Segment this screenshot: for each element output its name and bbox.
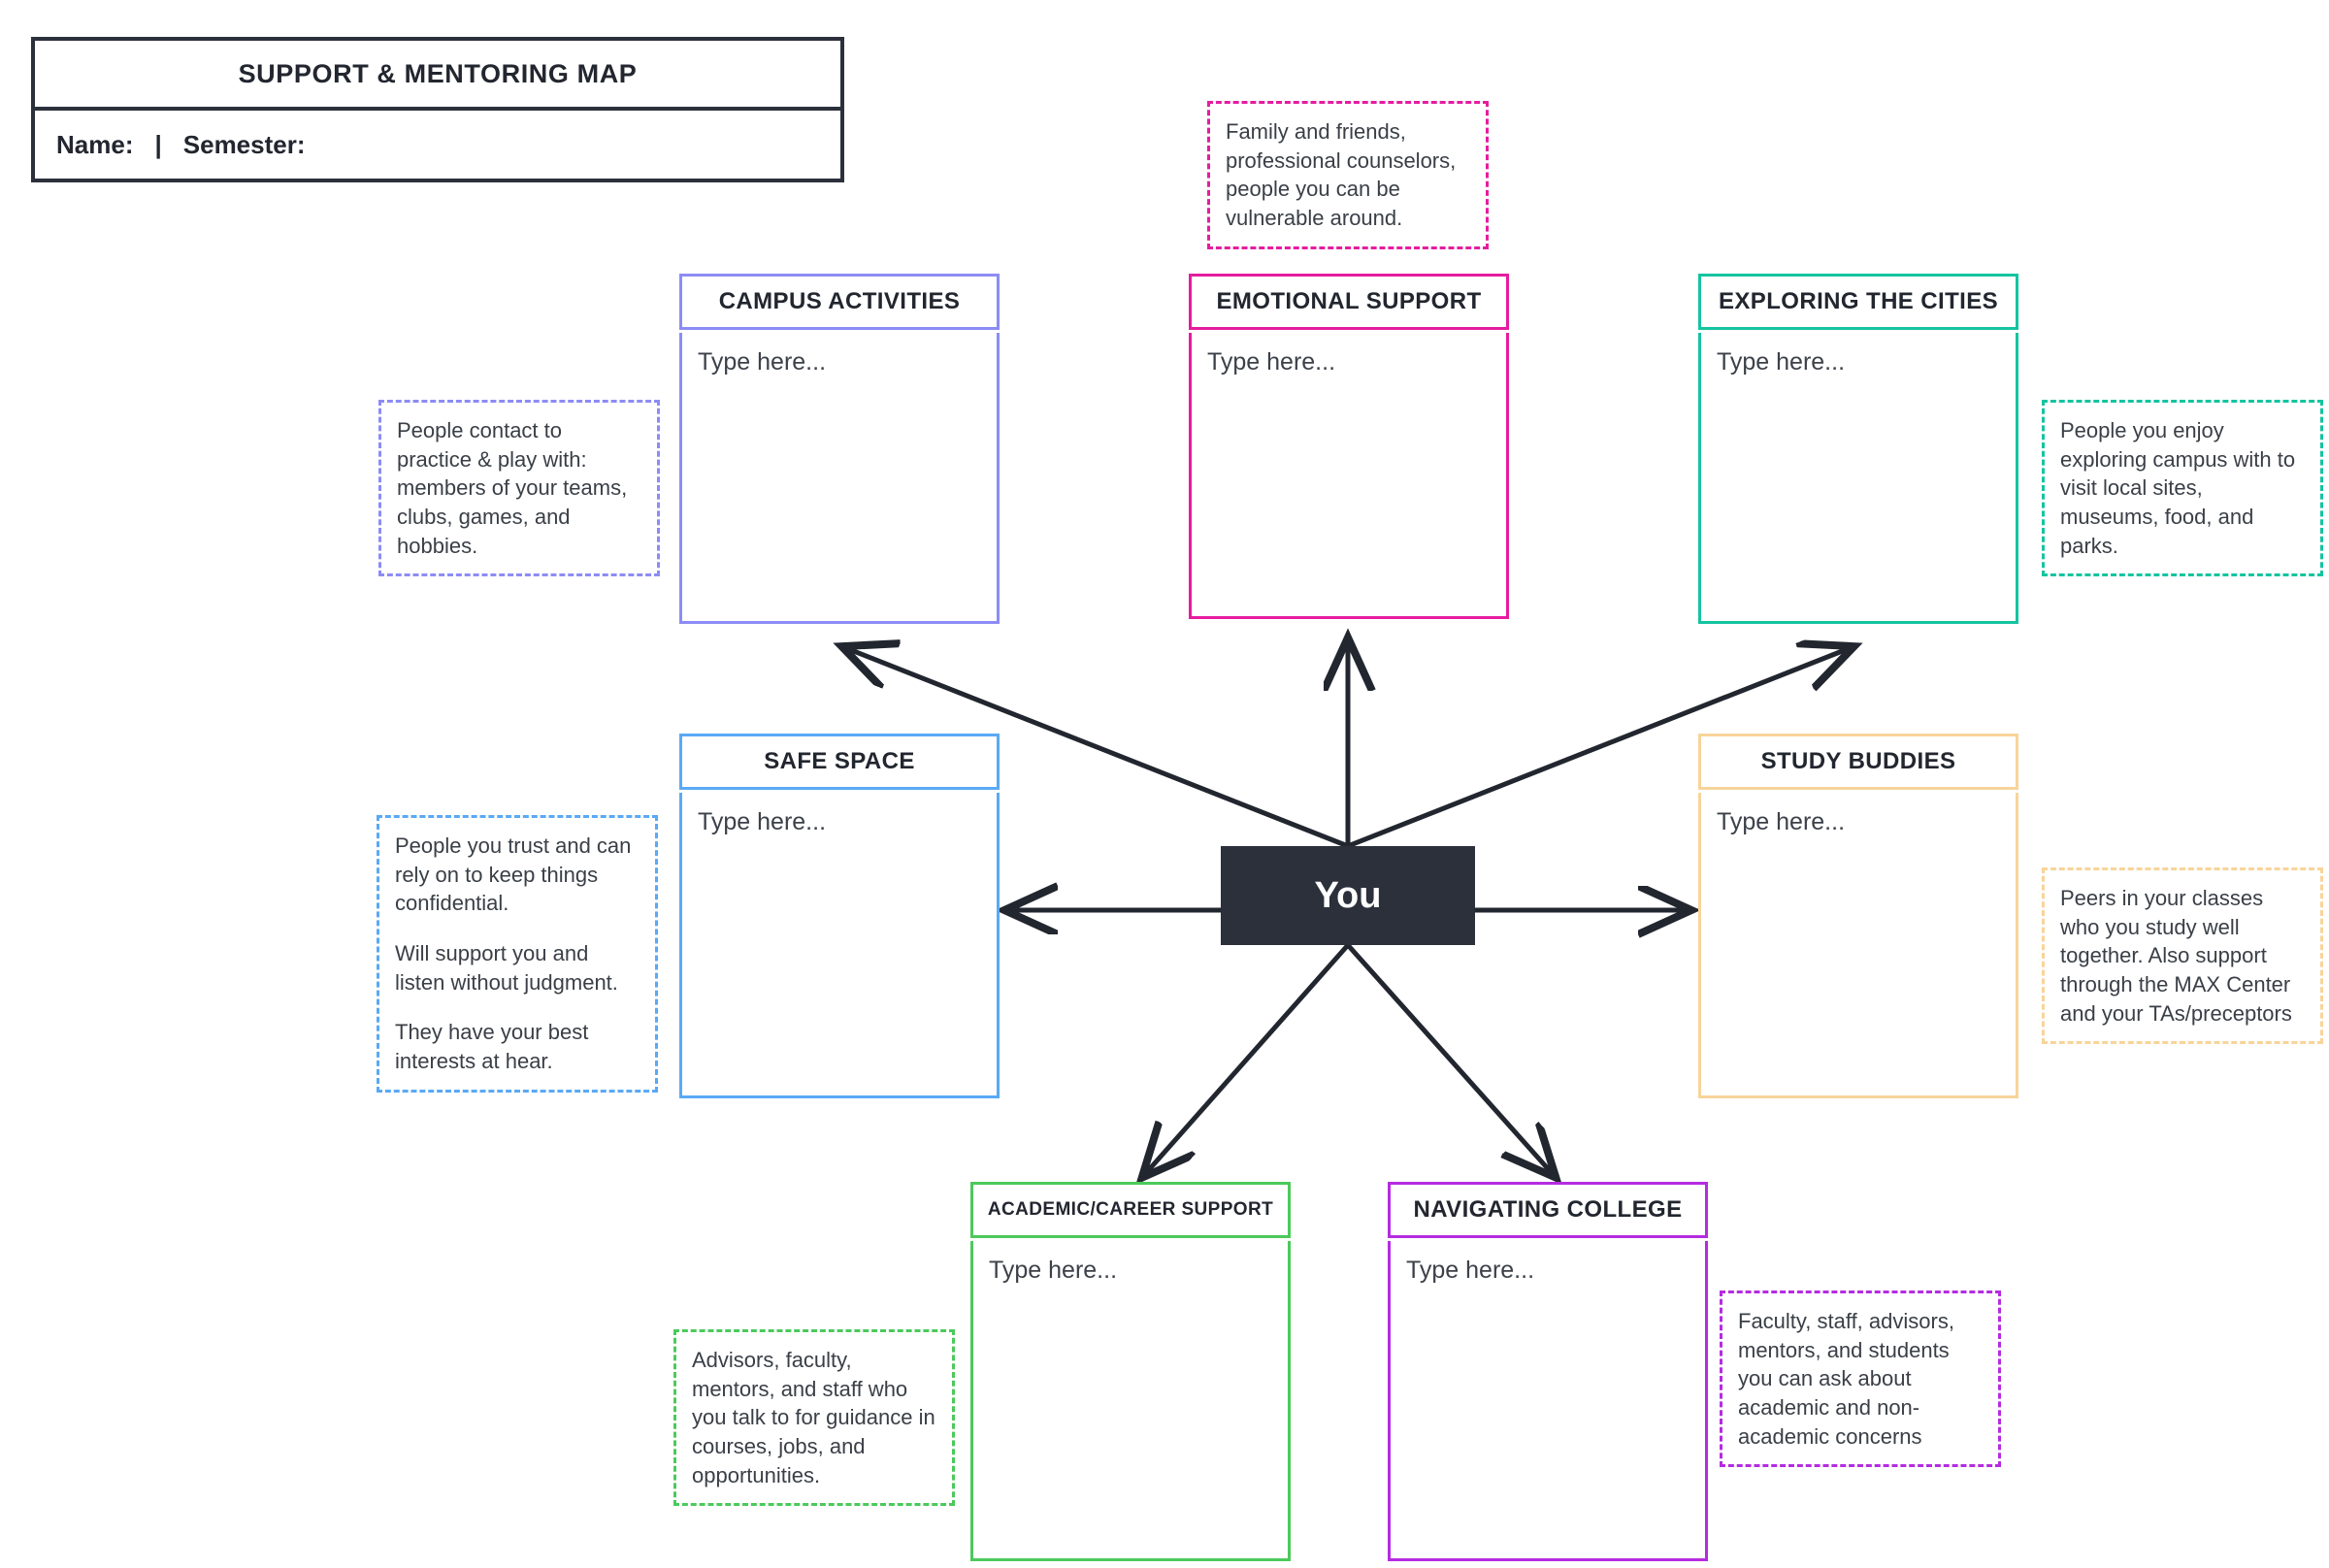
field-divider: |: [154, 129, 162, 159]
card-header-emotional-support: EMOTIONAL SUPPORT: [1189, 274, 1509, 330]
card-placeholder-navigating-college: Type here...: [1406, 1257, 1535, 1284]
card-exploring-the-cities: EXPLORING THE CITIES Type here...: [1698, 274, 2018, 624]
card-header-academic-career-support: ACADEMIC/CAREER SUPPORT: [970, 1182, 1291, 1238]
note-exploring-the-cities: People you enjoy exploring campus with t…: [2042, 400, 2323, 577]
card-placeholder-study-buddies: Type here...: [1717, 808, 1846, 835]
card-body-safe-space[interactable]: Type here...: [679, 793, 1000, 1098]
arrow-you-to-navigating-college: [1346, 943, 1553, 1174]
card-emotional-support: EMOTIONAL SUPPORT Type here...: [1189, 274, 1509, 619]
card-body-exploring-the-cities[interactable]: Type here...: [1698, 333, 2018, 624]
card-body-emotional-support[interactable]: Type here...: [1189, 333, 1509, 619]
center-node-you: You: [1221, 846, 1475, 945]
card-title-study-buddies: STUDY BUDDIES: [1760, 748, 1956, 774]
note-text-safe-space-2: They have your best interests at hear.: [395, 1020, 589, 1074]
card-body-campus-activities[interactable]: Type here...: [679, 333, 1000, 624]
card-placeholder-campus-activities: Type here...: [698, 348, 827, 376]
card-placeholder-exploring-the-cities: Type here...: [1717, 348, 1846, 376]
card-header-safe-space: SAFE SPACE: [679, 734, 1000, 790]
card-study-buddies: STUDY BUDDIES Type here...: [1698, 734, 2018, 1098]
card-title-navigating-college: NAVIGATING COLLEGE: [1413, 1196, 1683, 1223]
card-campus-activities: CAMPUS ACTIVITIES Type here...: [679, 274, 1000, 624]
card-body-academic-career-support[interactable]: Type here...: [970, 1241, 1291, 1561]
card-safe-space: SAFE SPACE Type here...: [679, 734, 1000, 1098]
note-safe-space: People you trust and can rely on to keep…: [377, 815, 658, 1093]
arrow-you-to-academic-career-support: [1145, 943, 1350, 1174]
note-text-study-buddies-0: Peers in your classes who you study well…: [2060, 886, 2292, 1026]
semester-label: Semester:: [182, 129, 306, 159]
card-header-campus-activities: CAMPUS ACTIVITIES: [679, 274, 1000, 330]
note-text-academic-career-support-0: Advisors, faculty, mentors, and staff wh…: [692, 1348, 935, 1487]
center-node-label: You: [1314, 874, 1382, 916]
note-text-campus-activities-0: People contact to practice & play with: …: [397, 418, 628, 558]
note-navigating-college: Faculty, staff, advisors, mentors, and s…: [1720, 1290, 2001, 1468]
card-title-exploring-the-cities: EXPLORING THE CITIES: [1718, 288, 1999, 314]
card-academic-career-support: ACADEMIC/CAREER SUPPORT Type here...: [970, 1182, 1291, 1561]
card-title-academic-career-support: ACADEMIC/CAREER SUPPORT: [987, 1199, 1274, 1220]
card-placeholder-emotional-support: Type here...: [1207, 348, 1336, 376]
page-title: SUPPORT & MENTORING MAP: [238, 58, 638, 88]
card-header-navigating-college: NAVIGATING COLLEGE: [1388, 1182, 1708, 1238]
note-text-safe-space-0: People you trust and can rely on to keep…: [395, 833, 632, 916]
card-title-campus-activities: CAMPUS ACTIVITIES: [718, 288, 961, 314]
note-text-safe-space-1: Will support you and listen without judg…: [395, 941, 618, 995]
map-title-row: SUPPORT & MENTORING MAP: [35, 41, 840, 111]
card-title-emotional-support: EMOTIONAL SUPPORT: [1216, 288, 1482, 314]
card-header-exploring-the-cities: EXPLORING THE CITIES: [1698, 274, 2018, 330]
card-placeholder-safe-space: Type here...: [698, 808, 827, 835]
note-academic-career-support: Advisors, faculty, mentors, and staff wh…: [673, 1329, 955, 1507]
card-header-study-buddies: STUDY BUDDIES: [1698, 734, 2018, 790]
card-body-study-buddies[interactable]: Type here...: [1698, 793, 2018, 1098]
note-emotional-support: Family and friends, professional counsel…: [1207, 101, 1489, 249]
card-placeholder-academic-career-support: Type here...: [989, 1257, 1118, 1284]
card-navigating-college: NAVIGATING COLLEGE Type here...: [1388, 1182, 1708, 1561]
note-text-emotional-support-0: Family and friends, professional counsel…: [1226, 119, 1457, 231]
card-title-safe-space: SAFE SPACE: [764, 748, 915, 774]
note-text-navigating-college-0: Faculty, staff, advisors, mentors, and s…: [1738, 1309, 1954, 1449]
note-text-exploring-the-cities-0: People you enjoy exploring campus with t…: [2060, 418, 2296, 558]
name-semester-row: Name: | Semester:: [35, 111, 840, 179]
title-block: SUPPORT & MENTORING MAP Name: | Semester…: [31, 37, 844, 182]
note-campus-activities: People contact to practice & play with: …: [378, 400, 660, 577]
name-label: Name:: [56, 129, 134, 159]
card-body-navigating-college[interactable]: Type here...: [1388, 1241, 1708, 1561]
note-study-buddies: Peers in your classes who you study well…: [2042, 867, 2323, 1045]
